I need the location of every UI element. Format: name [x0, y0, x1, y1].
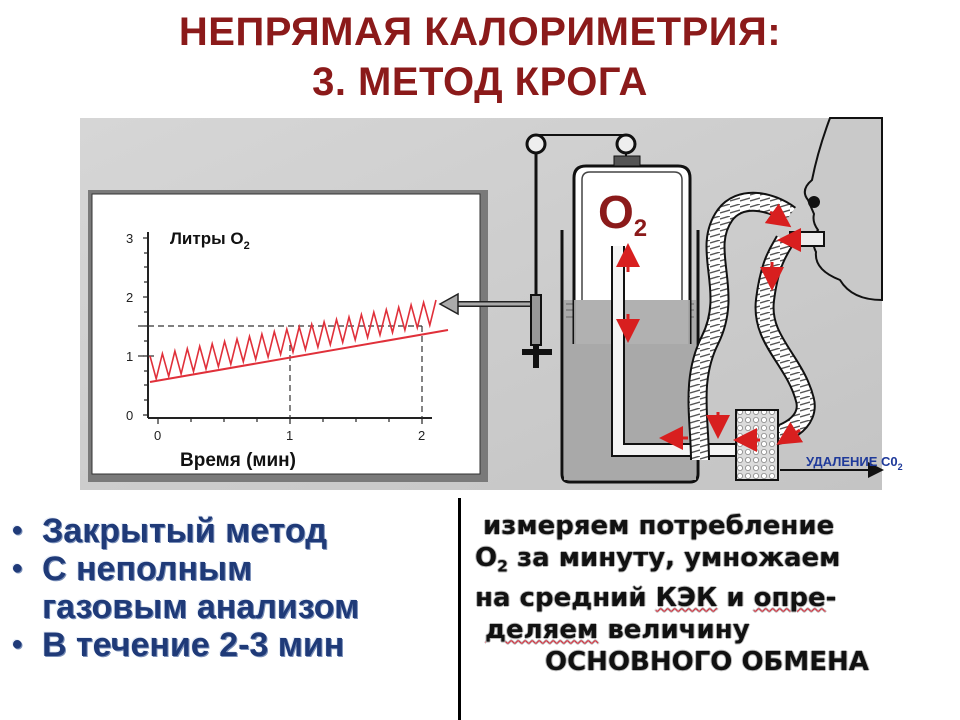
x-axis-label: Время (мин)	[180, 450, 296, 471]
gas-flow-arrows	[616, 203, 804, 452]
method-description: измеряем потребление O2 за минуту, умнож…	[475, 510, 955, 678]
desc-line-2: O2 за минуту, умножаем	[475, 543, 841, 576]
desc-line-4: деляем величину	[485, 615, 750, 646]
feature-closed-method: Закрытый метод	[8, 512, 458, 550]
feature-duration: В течение 2-3 мин	[8, 626, 458, 664]
co2-absorber	[735, 409, 779, 481]
title-line-1: НЕПРЯМАЯ КАЛОРИМЕТРИЯ:	[178, 10, 782, 54]
desc-line-3: на средний КЭК и опре-	[475, 583, 837, 614]
feature-incomplete-gas-analysis: С неполным газовым анализом	[8, 550, 458, 626]
krogh-apparatus-figure: 0 1 2 3 0 1 2 Литры O2 Время (мин)	[80, 117, 903, 490]
spirometer-bell	[572, 155, 692, 344]
x-tick-0: 0	[154, 428, 161, 443]
y-axis-ticks	[143, 237, 148, 416]
feature-line: газовым анализом	[42, 588, 360, 626]
pulley-system	[522, 133, 637, 368]
title-line-2: 3. МЕТОД КРОГА	[312, 60, 648, 104]
x-tick-1: 1	[286, 428, 293, 443]
y-tick-0: 0	[126, 408, 133, 423]
vertical-divider	[458, 498, 461, 720]
oxygen-label: O2	[598, 186, 647, 242]
trace-zigzag	[149, 299, 437, 382]
y-tick-1: 1	[126, 349, 133, 364]
desc-line-5: ОСНОВНОГО ОБМЕНА	[545, 647, 869, 678]
feature-line: С неполным	[42, 550, 253, 588]
stylus-arrow	[438, 292, 538, 316]
y-tick-2: 2	[126, 290, 133, 305]
method-features: Закрытый метод С неполным газовым анализ…	[8, 512, 458, 664]
x-tick-2: 2	[418, 428, 425, 443]
co2-removal-label: УДАЛЕНИЕ С02	[806, 454, 903, 472]
trace-baseline	[149, 329, 449, 383]
subject-face	[789, 117, 883, 302]
desc-line-1: измеряем потребление	[483, 511, 835, 541]
oxygen-consumption-trace	[149, 299, 449, 383]
recording-graph: 0 1 2 3 0 1 2 Литры O2 Время (мин)	[88, 190, 488, 482]
x-axis-ticks	[157, 418, 423, 424]
y-axis-label: Литры O2	[170, 229, 250, 252]
y-tick-3: 3	[126, 231, 133, 246]
